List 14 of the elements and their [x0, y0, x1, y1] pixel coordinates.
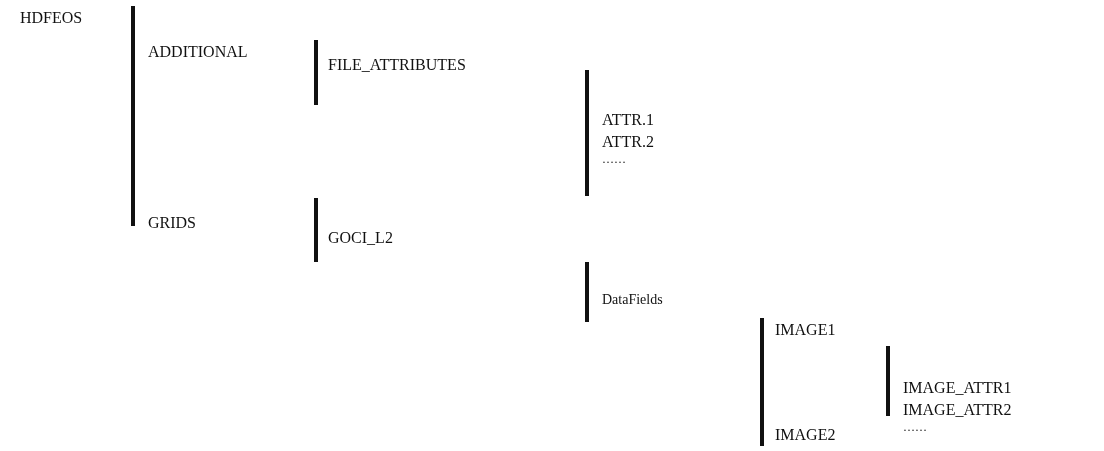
tree-label: …… — [903, 420, 927, 435]
tree-label: IMAGE_ATTR1 — [903, 378, 1012, 398]
tree-label: GRIDS — [148, 213, 196, 233]
tree-label: IMAGE1 — [775, 320, 836, 340]
tree-label: ADDITIONAL — [148, 42, 248, 62]
tree-label: HDFEOS — [20, 8, 83, 28]
tree-label: GOCI_L2 — [328, 228, 393, 248]
tree-label: ATTR.1 — [602, 110, 654, 130]
tree-label: DataFields — [602, 292, 663, 309]
tree-label: FILE_ATTRIBUTES — [328, 55, 466, 75]
tree-label: …… — [602, 152, 626, 167]
tree-label: IMAGE2 — [775, 425, 836, 445]
tree-label: ATTR.2 — [602, 132, 654, 152]
tree-label: IMAGE_ATTR2 — [903, 400, 1012, 420]
